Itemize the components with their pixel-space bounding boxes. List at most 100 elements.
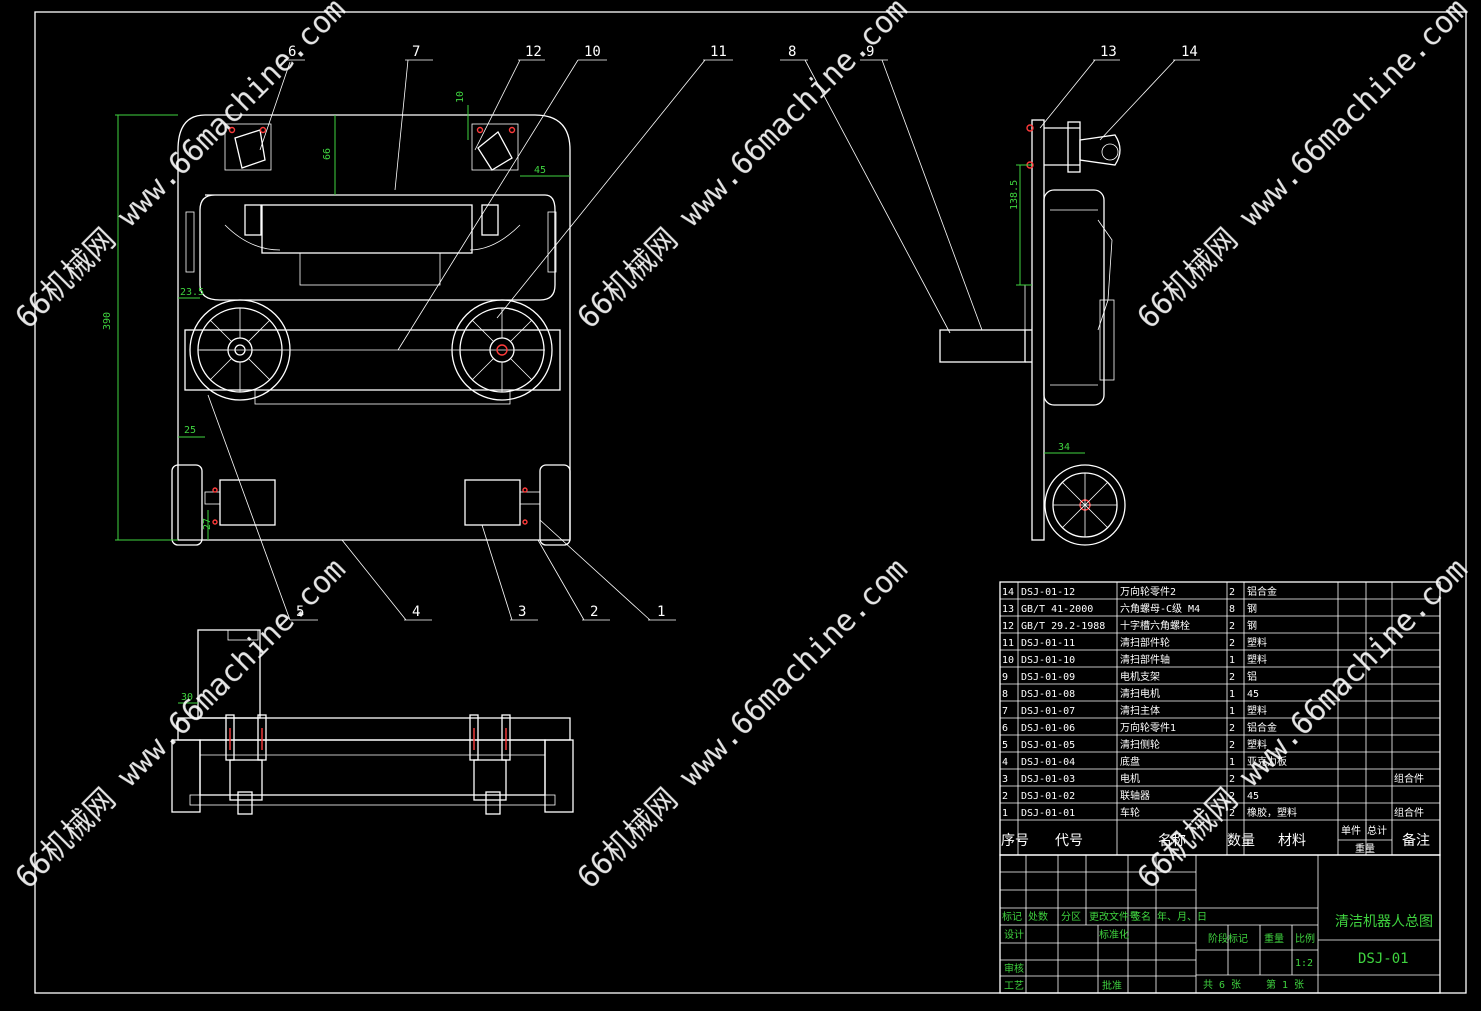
dim-27: 27 [202,518,213,530]
bom-cell-qty: 1 [1229,757,1235,768]
callout-11: 11 [710,44,727,60]
bom-cell-code: DSJ-01-02 [1021,791,1075,802]
top-view-callouts: 6 7 12 10 11 5 4 3 2 1 [207,44,733,621]
tb-zone: 分区 [1061,911,1081,923]
side-view-callouts: 13 14 8 9 [780,44,1200,334]
bom-cell-code: DSJ-01-01 [1021,808,1075,819]
bom-cell-code: GB/T 41-2000 [1021,604,1093,615]
bom-cell-note: 组合件 [1394,772,1424,785]
bom-cell-name: 联轴器 [1120,789,1150,802]
bom-cell-name: 万向轮零件2 [1120,585,1176,598]
bom-cell-qty: 2 [1229,740,1235,751]
bom-cell-no: 13 [1002,604,1014,615]
tb-date: 年、月、日 [1157,910,1207,923]
bom-header-unit-weight: 单件 [1341,825,1361,837]
bom-cell-mat: 铝合金 [1247,585,1277,598]
bom-cell-name: 清扫部件轮 [1120,636,1170,649]
bom-header-total-weight: 总计 [1367,824,1387,837]
top-view [171,114,571,546]
bom-cell-name: 清扫侧轮 [1120,738,1160,751]
bom-header-qty: 数量 [1227,833,1255,849]
bom-cell-mat: 钢 [1247,619,1257,632]
bom-cell-mat: 塑料 [1247,704,1267,717]
bom-cell-mat: 亚克力板 [1247,755,1287,768]
bom-header-mat: 材料 [1278,833,1306,849]
bom-cell-qty: 2 [1229,774,1235,785]
bom-cell-mat: 钢 [1247,602,1257,615]
bom-cell-name: 车轮 [1120,806,1140,819]
bottom-view: 30 [171,629,574,815]
bom-cell-code: DSJ-01-10 [1021,655,1075,666]
bom-cell-no: 9 [1002,672,1008,683]
bom-cell-no: 10 [1002,655,1014,666]
bom-cell-no: 14 [1002,587,1014,598]
callout-8: 8 [788,44,796,60]
bom-cell-no: 6 [1002,723,1008,734]
bom-cell-name: 十字槽六角螺栓 [1120,619,1190,632]
bom-header: 序号 代号 名称 数量 材料 单件 总计 重量 备注 [1001,824,1430,855]
bom-cell-mat: 橡胶，塑料 [1247,806,1297,819]
watermark-4: 66机械网 www.66machine.com [9,552,353,896]
bom-header-name: 名称 [1158,833,1186,849]
bom-cell-no: 1 [1002,808,1008,819]
watermarks: 66机械网 www.66machine.com 66机械网 www.66mach… [9,0,1475,896]
bom-cell-code: DSJ-01-03 [1021,774,1075,785]
bom-cell-qty: 2 [1229,638,1235,649]
dim-390: 390 [102,312,113,330]
bom-cell-no: 4 [1002,757,1008,768]
bom-header-no: 序号 [1001,833,1029,849]
bom-cell-mat: 铝 [1247,671,1257,683]
tb-sheets: 共 6 张 [1203,979,1241,991]
callout-14: 14 [1181,44,1198,60]
bom-cell-qty: 2 [1229,808,1235,819]
right-sweeping-wheel [451,299,553,401]
tb-sign: 签名 [1131,910,1151,923]
bom-cell-note: 组合件 [1394,806,1424,819]
bom-cell-mat: 45 [1247,689,1259,700]
bom-cell-code: DSJ-01-09 [1021,672,1075,683]
left-sweeping-wheel [189,299,291,401]
bom-header-weight: 重量 [1355,842,1375,855]
callout-9: 9 [866,44,874,60]
bom-cell-qty: 2 [1229,672,1235,683]
bom-cell-qty: 8 [1229,604,1235,615]
tb-approve: 批准 [1102,979,1122,992]
tb-stage: 阶段标记 [1208,932,1248,945]
dim-66: 66 [322,148,333,160]
bom-cell-mat: 塑料 [1247,653,1267,666]
bom-cell-name: 电机 [1120,772,1140,785]
bom-header-note: 备注 [1402,832,1430,849]
bom-cell-code: DSJ-01-08 [1021,689,1075,700]
bom-cell-code: DSJ-01-11 [1021,638,1075,649]
bom-cell-code: GB/T 29.2-1988 [1021,621,1105,632]
tb-design: 设计 [1004,928,1024,941]
callout-1: 1 [657,604,665,620]
callout-5: 5 [296,604,304,620]
bom-cell-code: DSJ-01-06 [1021,723,1075,734]
bom-cell-mat: 塑料 [1247,738,1267,751]
bom-cell-no: 12 [1002,621,1014,632]
dim-23-5: 23.5 [180,287,204,298]
bom-cell-no: 5 [1002,740,1008,751]
drawing-border [34,11,1467,994]
bom-cell-code: DSJ-01-04 [1021,757,1075,768]
callout-13: 13 [1100,44,1117,60]
callout-7: 7 [412,44,420,60]
title-block: 标记 处数 分区 更改文件号 签名 年、月、日 设计 标准化 审核 工艺 批准 … [999,854,1441,994]
callout-12: 12 [525,44,542,60]
bom-cell-mat: 45 [1247,791,1259,802]
bom-cell-qty: 1 [1229,655,1235,666]
bom-cell-code: DSJ-01-05 [1021,740,1075,751]
watermark-5: 66机械网 www.66machine.com [571,552,915,896]
bom-cell-no: 11 [1002,638,1014,649]
bom-cell-name: 底盘 [1120,755,1140,768]
dim-25: 25 [184,425,196,436]
tb-review: 审核 [1004,962,1024,975]
dim-45: 45 [534,165,546,176]
bom-cell-no: 2 [1002,791,1008,802]
bom-cell-qty: 2 [1229,791,1235,802]
tb-title: 清洁机器人总图 [1335,914,1433,930]
side-view [939,119,1126,546]
bom-cell-name: 电机支架 [1120,670,1160,683]
dim-34: 34 [1058,442,1070,453]
